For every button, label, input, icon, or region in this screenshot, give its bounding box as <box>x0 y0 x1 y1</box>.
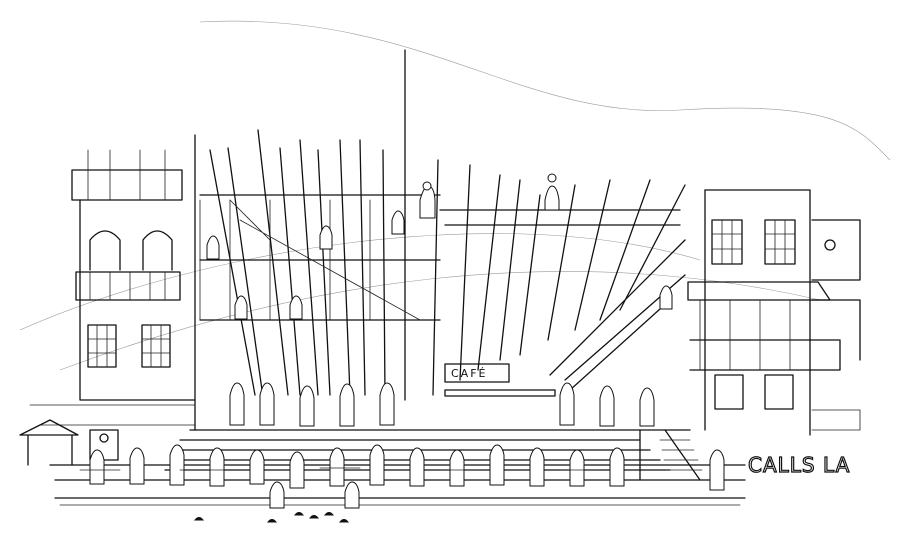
left-building <box>19 149 196 466</box>
right-building <box>687 189 861 436</box>
construction-lines <box>19 20 891 371</box>
central-structure <box>194 49 686 431</box>
street-sign-text: CALLS LA <box>748 453 850 477</box>
cafe-sign: CAFÉ <box>444 363 556 397</box>
crowd <box>79 382 725 523</box>
stair-plaza <box>49 429 746 506</box>
cafe-sign-text: CAFÉ <box>451 367 487 380</box>
